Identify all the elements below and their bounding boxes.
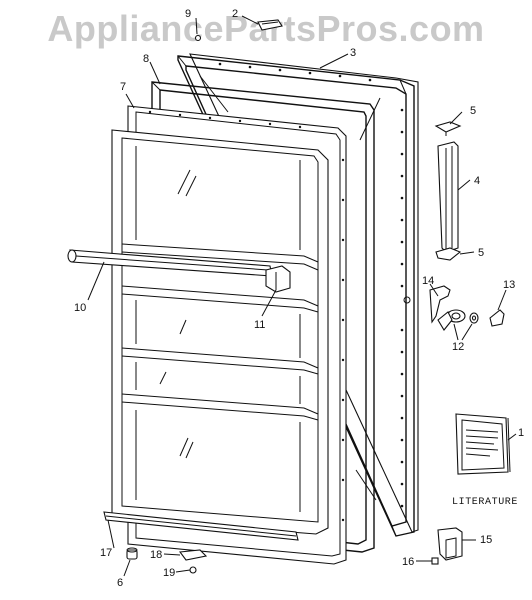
callout-5-bottom: 5: [478, 247, 484, 259]
callout-18: 18: [150, 549, 162, 561]
bottom-trim-strip: [103, 511, 299, 541]
callout-16: 16: [402, 556, 414, 568]
latch-washer: [469, 312, 479, 324]
latch-bracket: [429, 285, 451, 324]
hinge-pin-18: [178, 549, 208, 561]
top-cap: [257, 19, 283, 31]
callout-2: 2: [232, 8, 238, 20]
handle-cap-bottom: [435, 247, 462, 261]
callout-11: 11: [254, 319, 265, 331]
callout-labels: 9 2 3 8 7 5 4 5 10 11 14 12 13 1 15 16 1…: [74, 8, 524, 589]
callout-1: 1: [518, 427, 524, 439]
bar-end-cap: [265, 265, 291, 293]
door-liner-shelves: [111, 129, 329, 535]
callout-10: 10: [74, 302, 86, 314]
callout-8: 8: [143, 53, 149, 65]
screw-19: [189, 566, 197, 574]
callout-17: 17: [100, 547, 112, 559]
callout-19: 19: [163, 567, 175, 579]
callout-12: 12: [452, 341, 464, 353]
callout-13: 13: [503, 279, 515, 291]
literature-booklet: LITERATURE: [452, 413, 518, 508]
callout-15: 15: [480, 534, 492, 546]
bottom-hinge-cover: [437, 527, 463, 561]
callout-9: 9: [185, 8, 191, 20]
latch-roller: [437, 309, 466, 331]
literature-label: LITERATURE: [452, 497, 518, 508]
handle-cap-top: [434, 121, 462, 136]
callout-7: 7: [120, 81, 126, 93]
callout-5-top: 5: [470, 105, 476, 117]
callout-14: 14: [422, 275, 434, 287]
door-handle: [437, 141, 459, 253]
plug-16: [431, 557, 439, 565]
screw-9: [194, 34, 202, 42]
bushing-6: [126, 547, 138, 560]
leader-lines: [87, 15, 517, 577]
callout-3: 3: [350, 47, 356, 59]
callout-4: 4: [474, 175, 480, 187]
callout-6: 6: [117, 577, 123, 589]
latch-strike: [489, 309, 505, 327]
